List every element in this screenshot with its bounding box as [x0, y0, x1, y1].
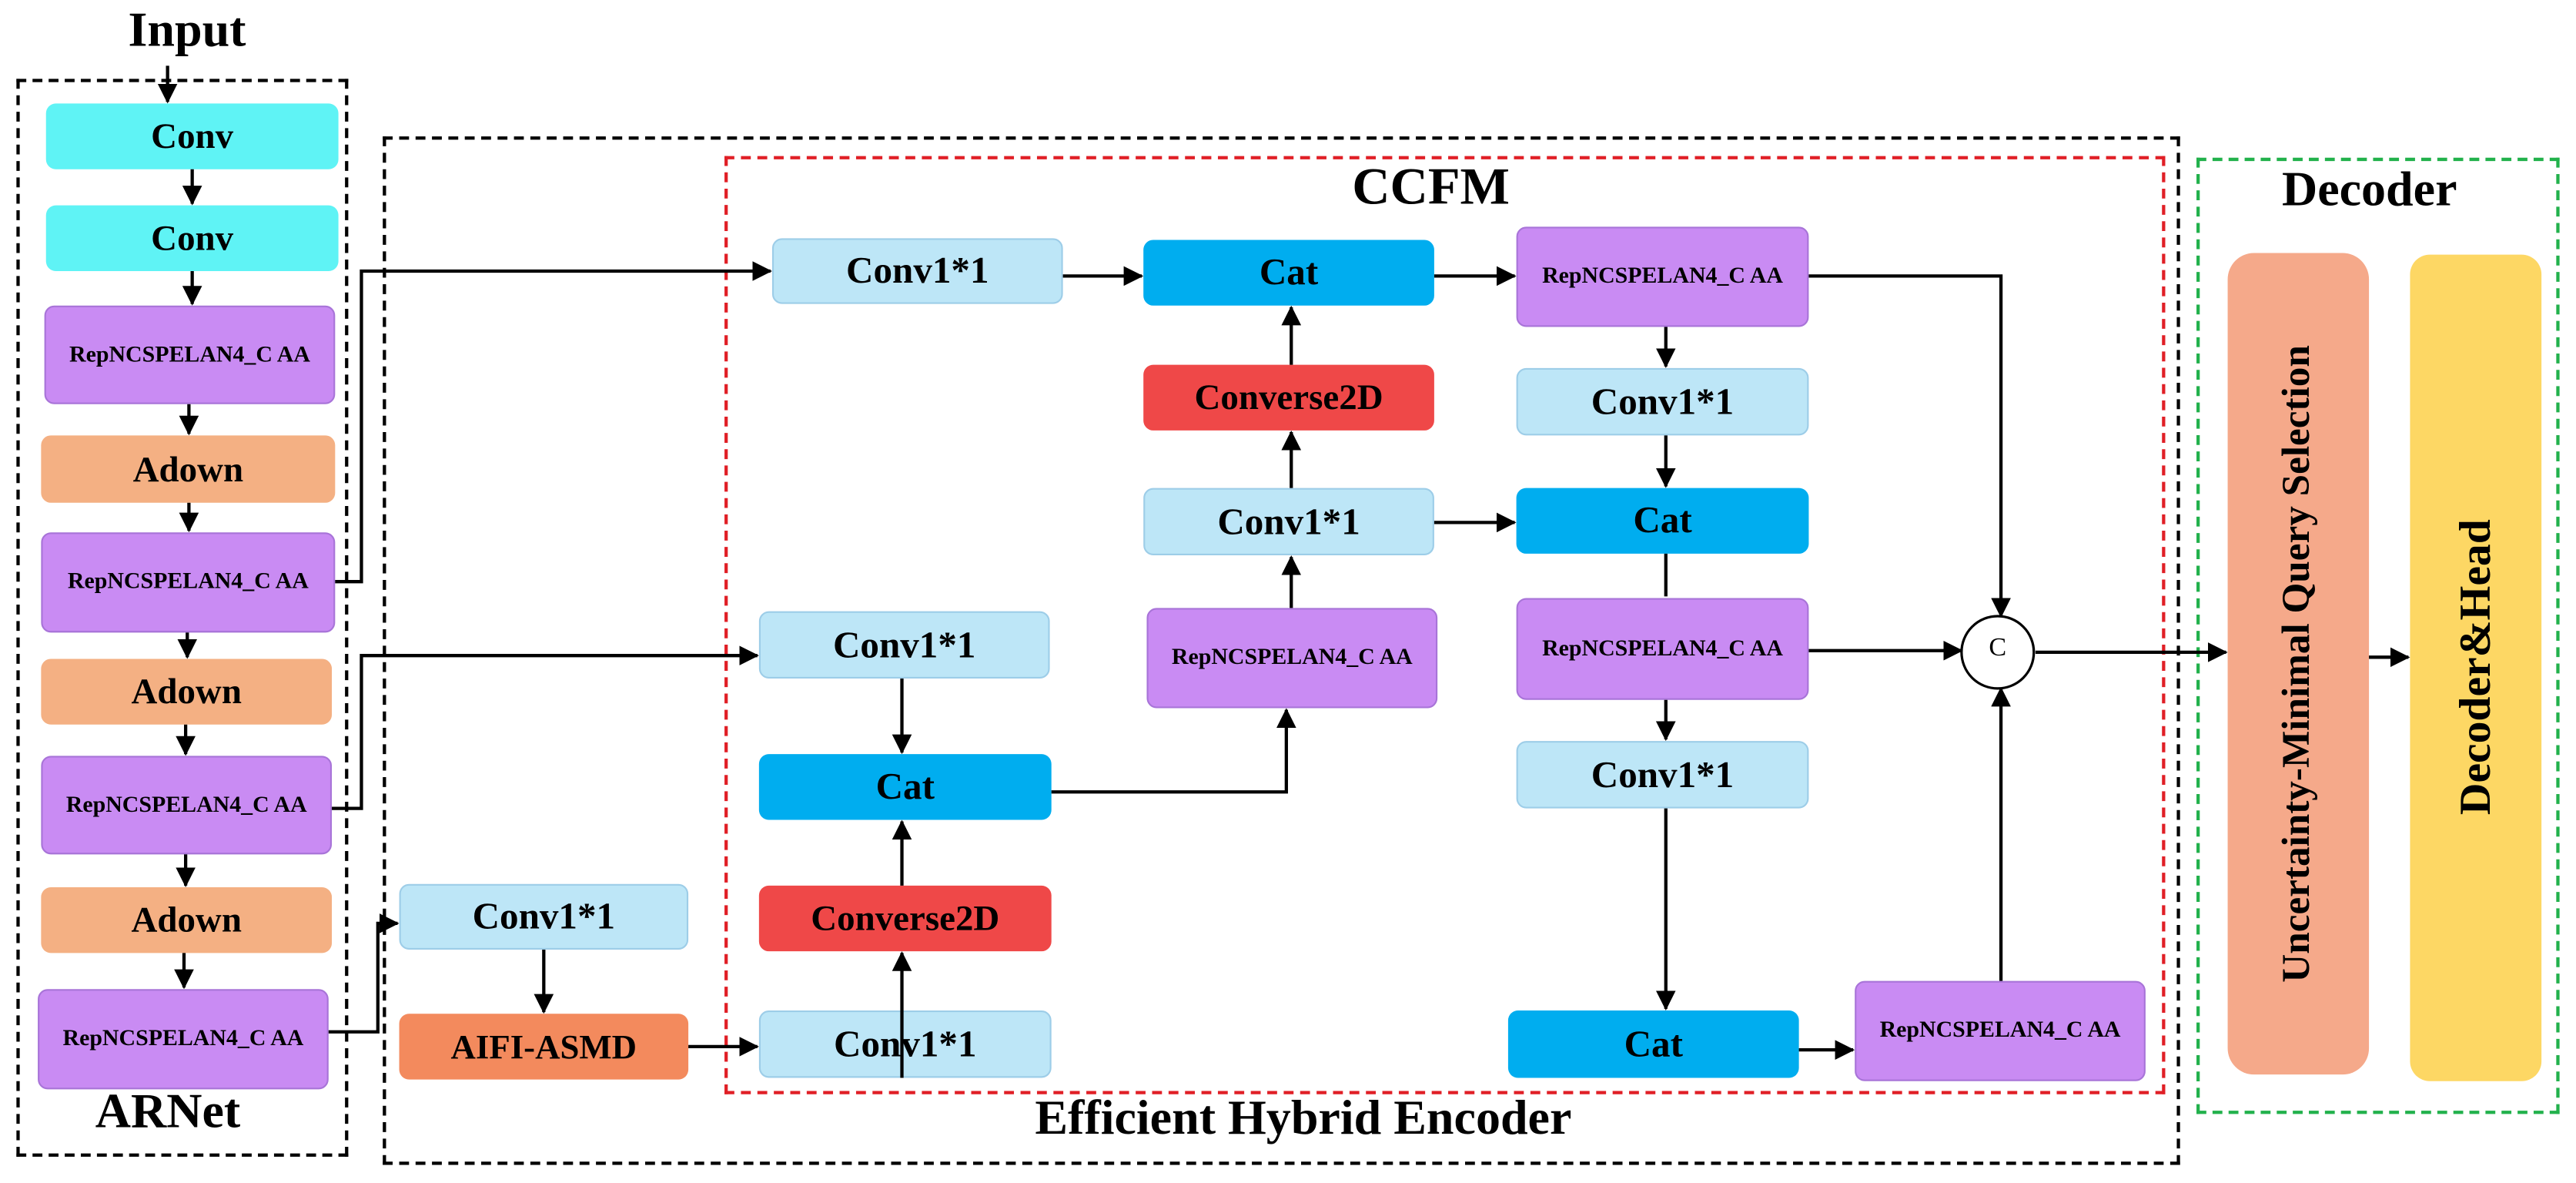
backbone-rep-block-4: RepNCSPELAN4_C AA: [38, 989, 329, 1090]
ccfm-conv1x1-right-1: Conv1*1: [1516, 367, 1809, 436]
backbone-rep-block-3: RepNCSPELAN4_C AA: [41, 756, 333, 855]
backbone-adown-2: Adown: [41, 659, 333, 725]
arnet-frame: [16, 79, 349, 1157]
encoder-label: Efficient Hybrid Encoder: [1035, 1091, 1572, 1145]
concat-node: [1960, 615, 2036, 690]
arnet-label: ARNet: [95, 1084, 241, 1139]
backbone-adown-1: Adown: [41, 435, 336, 503]
ccfm-conv1x1-mid: Conv1*1: [758, 611, 1050, 679]
encoder-conv1x1-aifi: Conv1*1: [399, 883, 689, 950]
ccfm-converse2d-left: Converse2D: [758, 885, 1052, 952]
backbone-adown-3: Adown: [41, 886, 333, 953]
ccfm-cat-bottom: Cat: [1507, 1010, 1799, 1078]
ccfm-rep-block-right-mid: RepNCSPELAN4_C AA: [1516, 598, 1809, 700]
backbone-conv-2: Conv: [45, 205, 339, 271]
ccfm-cat-right: Cat: [1516, 488, 1809, 554]
ccfm-conv1x1-bottom: Conv1*1: [758, 1010, 1052, 1078]
aifi-asmd-block: AIFI-ASMD: [399, 1014, 689, 1080]
decoder-frame: [2196, 157, 2560, 1114]
ccfm-conv1x1-right-2: Conv1*1: [1516, 741, 1809, 809]
ccfm-cat-top: Cat: [1143, 240, 1434, 306]
ccfm-rep-block-right-top: RepNCSPELAN4_C AA: [1516, 226, 1809, 327]
ccfm-cat-left: Cat: [758, 754, 1052, 820]
input-label: Input: [128, 3, 246, 58]
ccfm-conv1x1-top: Conv1*1: [771, 238, 1063, 304]
backbone-rep-block-1: RepNCSPELAN4_C AA: [44, 305, 336, 404]
ccfm-rep-block-bottom: RepNCSPELAN4_C AA: [1855, 980, 2146, 1081]
ccfm-label: CCFM: [1352, 156, 1510, 216]
backbone-rep-block-2: RepNCSPELAN4_C AA: [41, 532, 336, 633]
decoder-label: Decoder: [2281, 163, 2457, 217]
backbone-conv-1: Conv: [45, 103, 339, 169]
ccfm-converse2d-top: Converse2D: [1143, 364, 1434, 431]
ccfm-rep-block-center: RepNCSPELAN4_C AA: [1146, 608, 1438, 709]
ccfm-conv1x1-center: Conv1*1: [1143, 488, 1434, 556]
encoder-frame: [383, 136, 2180, 1165]
ccfm-frame: [724, 156, 2166, 1094]
concat-node-label: C: [1989, 634, 2007, 662]
